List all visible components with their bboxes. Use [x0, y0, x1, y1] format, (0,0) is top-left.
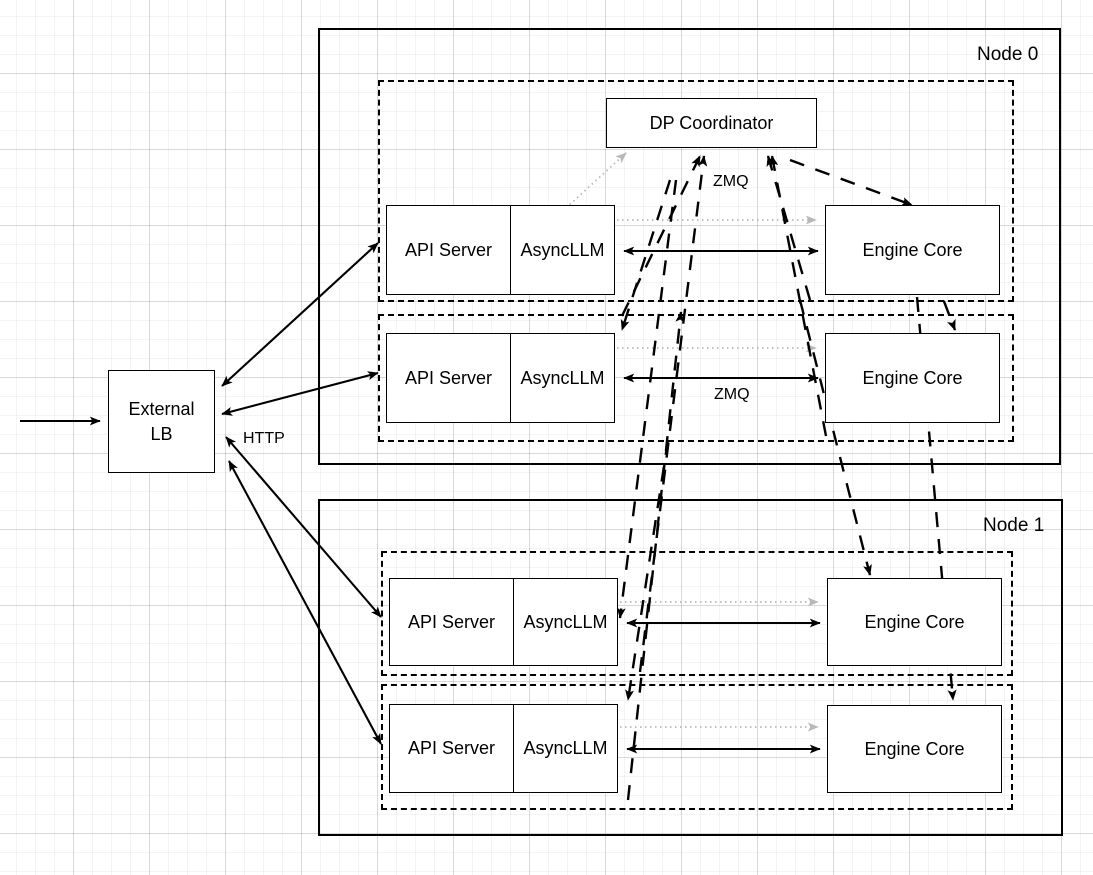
node-1-container [318, 499, 1063, 836]
async-llm-label: AsyncLLM [520, 239, 605, 260]
http-label: HTTP [243, 430, 285, 447]
api-server-label: API Server [387, 334, 511, 422]
async-llm-label: AsyncLLM [523, 738, 608, 758]
async-llm-label: AsyncLLM [523, 611, 608, 632]
node0-replica-1-engine-core-box[interactable]: Engine Core [825, 333, 1000, 423]
node0-replica-1-api-server-box[interactable]: API Server AsyncLLM [386, 333, 615, 423]
dp-coordinator-box[interactable]: DP Coordinator [606, 98, 817, 148]
node-0-container [318, 28, 1061, 465]
engine-core-label: Engine Core [864, 611, 965, 632]
node1-replica-1-api-server-box[interactable]: API Server AsyncLLM [389, 704, 618, 793]
zmq-coordinator-label: ZMQ [713, 173, 749, 190]
engine-core-label: Engine Core [862, 367, 963, 388]
api-server-label: API Server [390, 579, 514, 665]
api-server-label: API Server [390, 705, 514, 792]
dp-coordinator-label: DP Coordinator [649, 112, 774, 133]
engine-core-label: Engine Core [862, 239, 963, 260]
node0-replica-0-api-server-box[interactable]: API Server AsyncLLM [386, 205, 615, 295]
async-llm-label: AsyncLLM [520, 367, 605, 388]
external-lb-box[interactable]: External LB [108, 370, 215, 473]
node0-replica-0-engine-core-box[interactable]: Engine Core [825, 205, 1000, 295]
api-server-label: API Server [387, 206, 511, 294]
node1-replica-0-api-server-box[interactable]: API Server AsyncLLM [389, 578, 618, 666]
node1-replica-1-engine-core-box[interactable]: Engine Core [827, 705, 1002, 793]
node0-replica-1-group [378, 314, 1014, 442]
node1-replica-1-group [381, 684, 1013, 810]
node1-replica-0-group [381, 551, 1013, 676]
external-lb-label-line2: LB [150, 423, 173, 444]
external-lb-label-line1: External [128, 399, 195, 420]
node-0-label: Node 0 [977, 44, 1039, 65]
node1-replica-0-engine-core-box[interactable]: Engine Core [827, 578, 1002, 666]
node-1-label: Node 1 [983, 515, 1045, 536]
engine-core-label: Engine Core [864, 738, 965, 759]
zmq-engine-label: ZMQ [714, 386, 750, 403]
node0-replica-0-group [378, 80, 1014, 302]
